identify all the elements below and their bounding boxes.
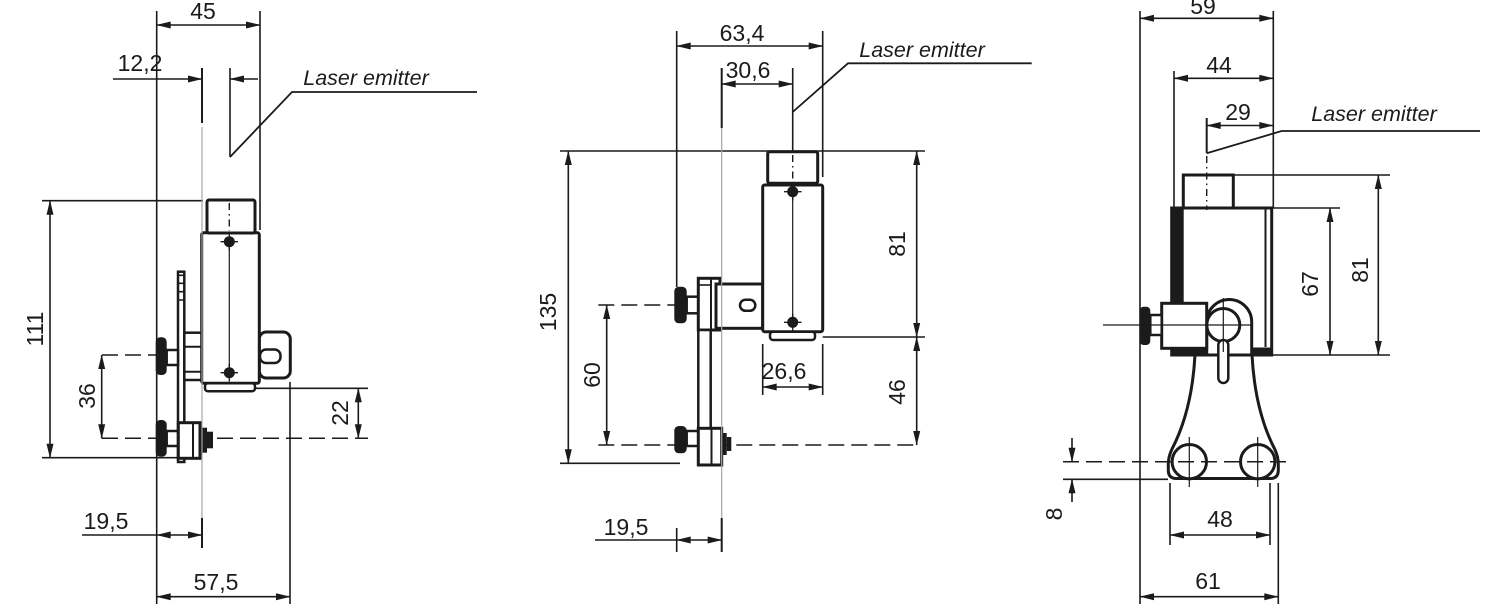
side-extension-lines: [42, 11, 368, 604]
end-dim-base-width: 61: [1195, 568, 1221, 594]
end-dim-hole-span: 48: [1207, 506, 1233, 532]
side-screw-nub: [200, 427, 207, 453]
front-view: 63,4 30,6 135 60 81 46 26,6 19,5 Laser e…: [535, 20, 1032, 552]
side-thumb-knob-lower: [155, 420, 167, 457]
end-laser-cap: [1181, 173, 1235, 210]
side-dim-knob-span: 36: [74, 383, 100, 409]
front-dim-axis-offset: 19,5: [604, 514, 649, 540]
end-dim-body-height: 67: [1297, 271, 1323, 297]
end-laser-leader: [1206, 130, 1480, 155]
side-bracket-slot: [258, 348, 282, 365]
front-dim-knob-span: 60: [579, 362, 605, 388]
front-dim-body-width: 26,6: [762, 358, 807, 384]
side-dim-top-width: 45: [190, 0, 216, 24]
side-dim-total-height: 111: [22, 312, 48, 347]
side-device: [155, 198, 292, 464]
end-clamp-block: [1160, 301, 1209, 350]
end-dim-total-height: 81: [1347, 257, 1373, 283]
end-dim-hole-offset: 8: [1041, 508, 1067, 521]
front-device: [674, 150, 825, 467]
side-dim-bracket-drop: 22: [327, 400, 353, 426]
end-device: [1063, 156, 1288, 487]
end-laser-emitter-label: Laser emitter: [1311, 102, 1437, 126]
front-thumb-knob-lower: [674, 426, 687, 454]
front-bracket-slot: [738, 298, 757, 313]
side-device-body: [200, 231, 261, 385]
side-dim-laser-offset: 12,2: [118, 50, 163, 76]
front-laser-emitter-label: Laser emitter: [859, 38, 985, 62]
front-thumb-knob-upper: [674, 286, 687, 324]
side-dim-base-width: 57,5: [194, 569, 239, 595]
front-dim-lower-height: 46: [884, 379, 910, 405]
side-dim-axis-offset: 19,5: [84, 508, 129, 534]
end-view: 59 44 29 67 81 8 48 61 Laser emitter: [1041, 0, 1480, 604]
front-body-foot: [768, 330, 817, 342]
front-extension-lines: [560, 31, 925, 552]
end-dim-body-width: 44: [1206, 52, 1232, 78]
front-dim-total-height: 135: [535, 293, 561, 331]
end-dim-laser-offset: 29: [1225, 99, 1251, 125]
front-dim-laser-offset: 30,6: [726, 57, 771, 83]
front-arm-strip: [697, 328, 712, 432]
side-slider-block: [176, 421, 202, 460]
front-dim-upper-height: 81: [884, 231, 910, 257]
side-view: 45 12,2 111 36 22 19,5 57,5 Laser emitte…: [22, 0, 477, 604]
side-clamp-block: [183, 331, 203, 382]
side-laser-cap: [205, 198, 257, 235]
front-slider-block: [696, 426, 724, 467]
end-dim-top-width: 59: [1190, 0, 1216, 19]
end-dimension-lines: [1068, 14, 1382, 601]
side-laser-leader: [229, 91, 477, 158]
side-body-foot: [203, 382, 257, 393]
side-thumb-knob-upper: [155, 337, 167, 375]
front-dim-top-width: 63,4: [720, 20, 765, 46]
end-thumb-knob: [1139, 306, 1151, 345]
side-laser-emitter-label: Laser emitter: [303, 66, 429, 90]
front-laser-leader: [792, 62, 1032, 113]
front-screw-nub: [721, 433, 727, 455]
